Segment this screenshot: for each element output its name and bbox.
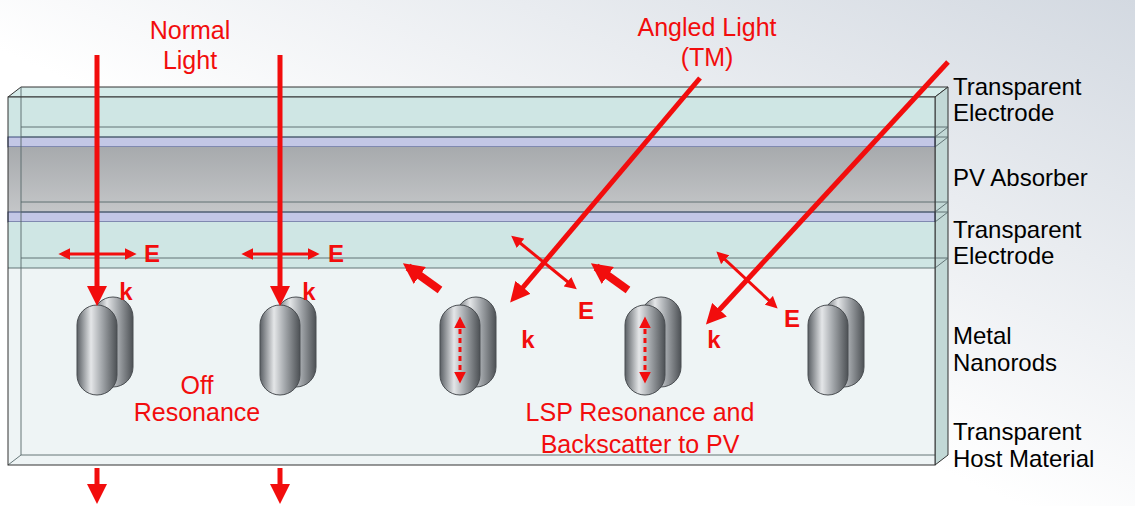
light-label: Normal Light	[135, 15, 245, 75]
light-ray	[710, 62, 948, 320]
light-ray	[278, 55, 283, 300]
transmitted-ray	[95, 468, 100, 498]
nanorod	[440, 305, 480, 395]
plasmon-oscillation	[644, 320, 647, 380]
nanorod	[625, 305, 665, 395]
light-label: Angled Light (TM)	[625, 12, 790, 72]
field-arrow	[245, 253, 316, 256]
wavevector-symbol: k	[699, 325, 729, 355]
layer-edges	[8, 87, 948, 465]
wavevector-symbol: k	[513, 325, 543, 355]
layer-edge	[21, 127, 948, 128]
interface-layer	[8, 212, 935, 222]
layer-edge	[935, 212, 948, 222]
light-ray	[514, 78, 700, 298]
backscatter-arrow	[596, 267, 628, 290]
layer-stack	[8, 87, 948, 465]
layer-edge	[935, 137, 948, 147]
layer-label: Transparent Electrode	[953, 217, 1113, 269]
layer-edge	[21, 258, 948, 259]
field-symbol: E	[777, 304, 807, 334]
layer-label: Transparent Electrode	[953, 74, 1113, 126]
field-symbol: E	[137, 239, 167, 269]
host-layer	[8, 268, 935, 465]
field-arrow	[62, 253, 133, 256]
wavevector-symbol: k	[294, 277, 324, 307]
layer-edge	[21, 455, 935, 456]
layer-edge	[21, 137, 948, 138]
interface-layer	[8, 137, 935, 147]
layer-label: Transparent Host Material	[953, 418, 1113, 472]
layer-edge	[8, 455, 21, 465]
layer-edge	[935, 202, 948, 212]
resonance-note: Off Resonance	[127, 372, 267, 426]
field-arrow	[719, 254, 775, 306]
backscatter-arrow	[408, 267, 440, 290]
nanorod	[77, 305, 117, 395]
field-symbol: E	[321, 239, 351, 269]
wavevector-symbol: k	[111, 277, 141, 307]
electrode-layer	[8, 97, 935, 137]
layer-edge	[21, 87, 22, 455]
layer-label: PV Absorber	[953, 165, 1113, 191]
slab-outline	[8, 97, 935, 465]
nanorod	[260, 305, 300, 395]
field-arrow	[514, 238, 574, 287]
layer-label: Metal Nanorods	[953, 322, 1113, 376]
transmitted-ray	[278, 468, 283, 498]
layer-edge	[21, 202, 948, 203]
plasmon-oscillation	[459, 320, 462, 380]
top-face	[8, 87, 948, 97]
nanorod	[808, 305, 848, 395]
side-face	[935, 87, 948, 465]
light-ray	[95, 55, 100, 300]
layer-edge	[8, 268, 935, 269]
layer-edge	[935, 127, 948, 137]
field-symbol: E	[571, 296, 601, 326]
resonance-note: LSP Resonance and Backscatter to PV	[490, 396, 790, 460]
light-arrows	[62, 55, 948, 498]
layer-edge	[935, 258, 948, 268]
